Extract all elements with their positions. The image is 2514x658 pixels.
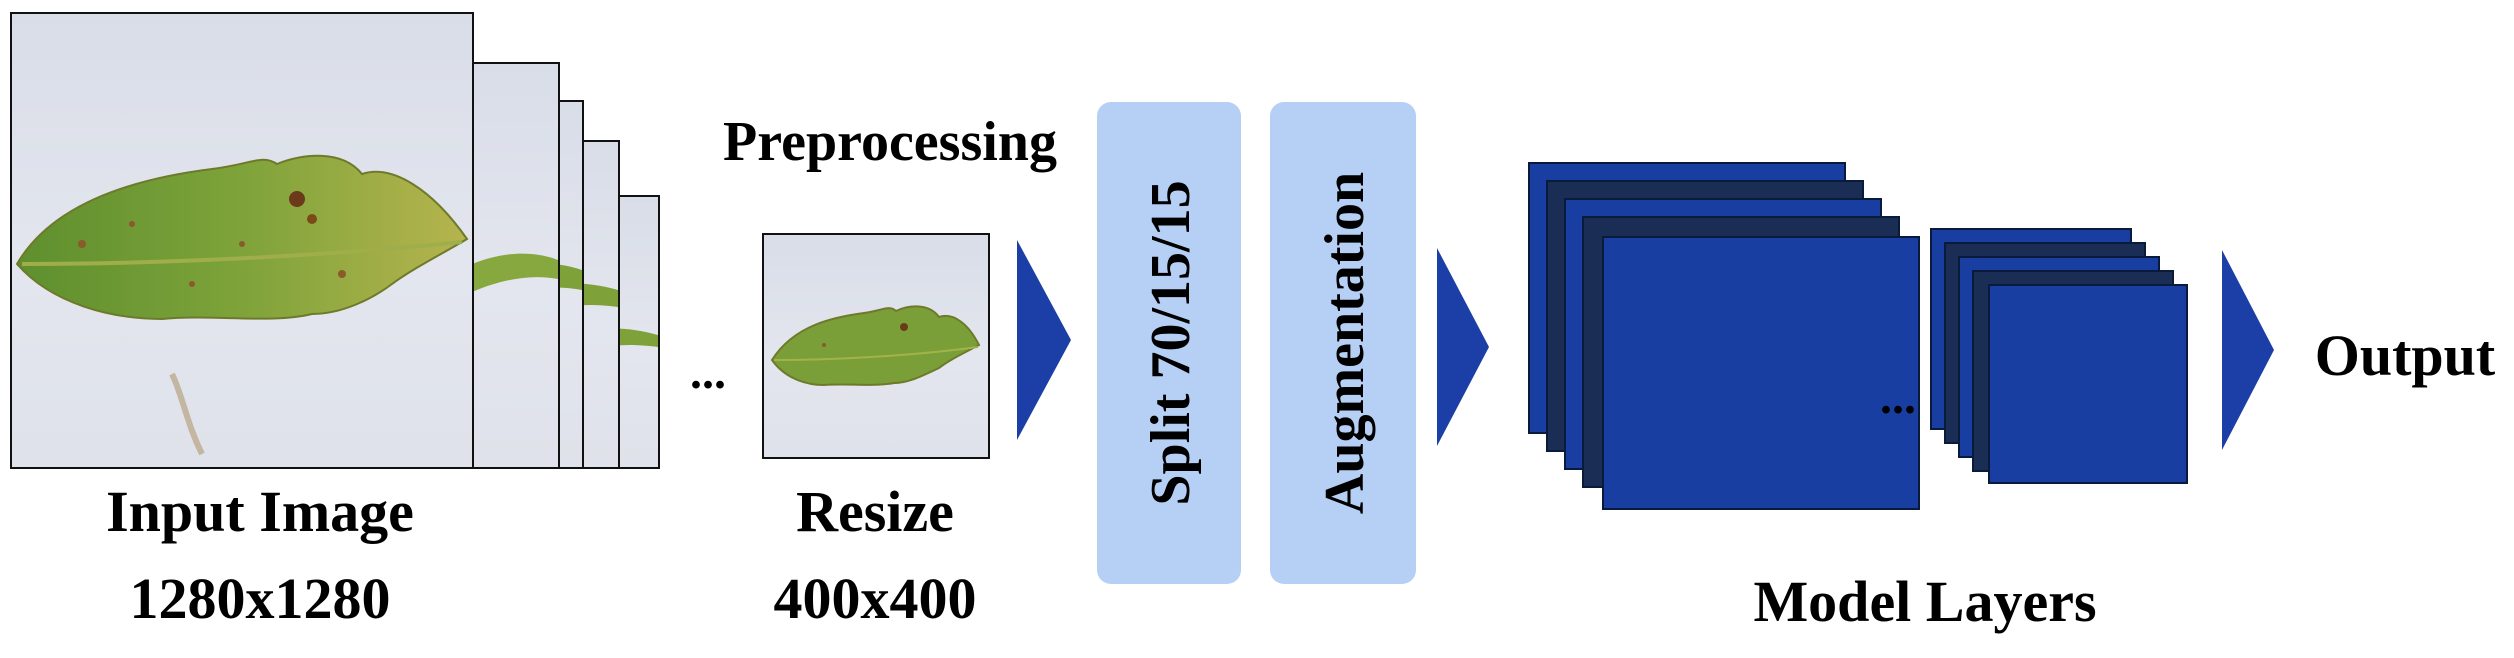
- resized-image-frame: [762, 233, 990, 459]
- ellipsis-input: ...: [690, 346, 726, 399]
- augmentation-label: Augmentation: [1314, 171, 1376, 515]
- leaf-image: [15, 154, 469, 456]
- augmentation-step-box: [1270, 102, 1416, 584]
- split-step-box: [1097, 102, 1241, 584]
- input-size-label: 1280x1280: [129, 566, 391, 631]
- model-layer: [1602, 236, 1920, 510]
- arrow-right-icon: [2222, 250, 2274, 450]
- ellipsis-layers: ...: [1880, 371, 1916, 424]
- preprocessing-label: Preprocessing: [723, 111, 1057, 173]
- resized-leaf-image: [770, 305, 981, 387]
- arrow-right-icon: [1437, 248, 1489, 446]
- resize-size-label: 400x400: [773, 566, 977, 631]
- input-frame-2: [470, 62, 560, 469]
- output-label: Output: [2314, 323, 2496, 388]
- model-layer: [1988, 284, 2188, 484]
- input-image-label: Input Image: [106, 479, 414, 544]
- split-label: Split 70/15/15: [1140, 180, 1202, 506]
- input-image-frame: [10, 12, 474, 469]
- arrow-right-icon: [1017, 240, 1071, 440]
- resize-label: Resize: [796, 479, 954, 544]
- model-layers-label: Model Layers: [1753, 569, 2097, 634]
